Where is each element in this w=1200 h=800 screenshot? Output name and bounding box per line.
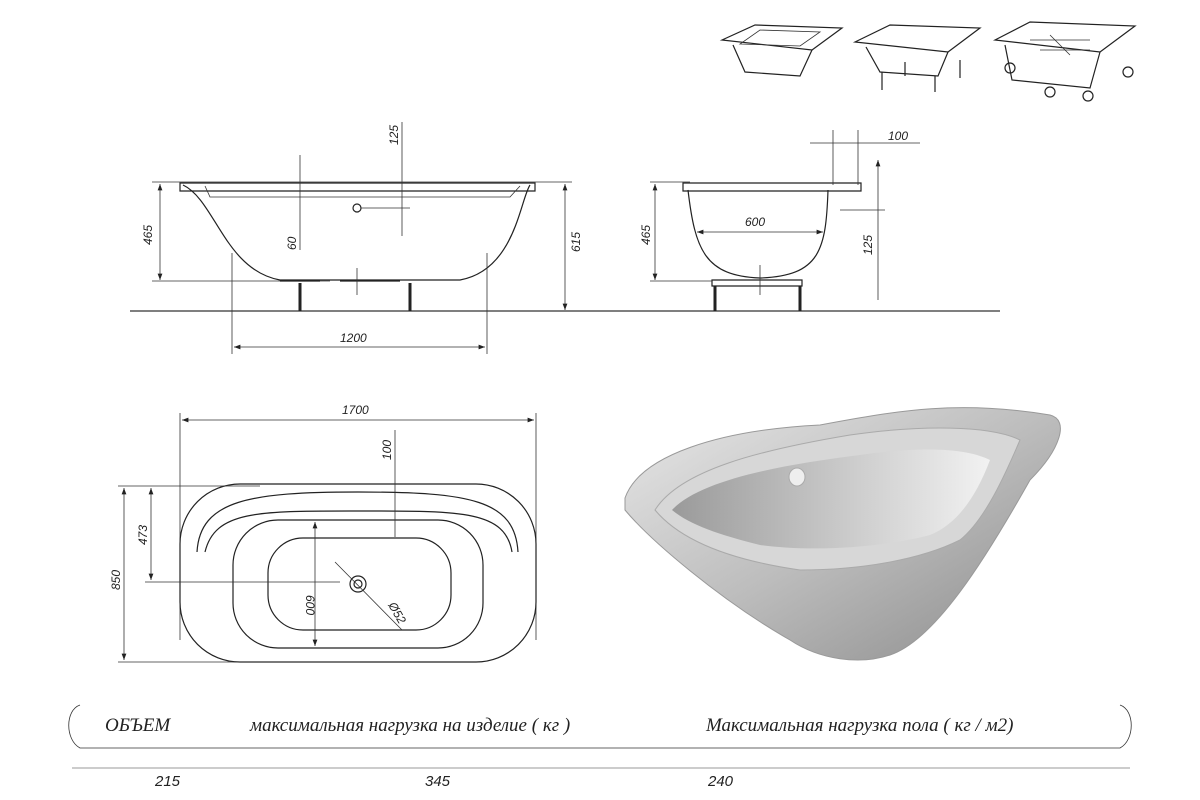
spec-header-max-load-product: максимальная нагрузка на изделие ( кг ): [250, 715, 571, 736]
top-view: 1700 100 473 850 600 Ø52: [109, 403, 537, 663]
dim-125-side: 125: [861, 235, 875, 255]
dim-600-side: 600: [745, 215, 765, 229]
dim-615: 615: [569, 232, 583, 252]
dim-473: 473: [136, 525, 150, 545]
thumbnail-tub-legs: [852, 24, 982, 92]
front-view: 465 60 125 615 1200: [141, 122, 583, 354]
dim-1700: 1700: [342, 403, 369, 417]
dim-465-side: 465: [639, 225, 653, 245]
dim-100-top: 100: [380, 440, 394, 460]
spec-header-max-load-floor: Максимальная нагрузка пола ( кг / м2): [706, 715, 1014, 736]
dim-60: 60: [285, 236, 299, 250]
thumbnail-tub-frame: [992, 21, 1137, 102]
spec-value-max-load-product: 345: [425, 773, 451, 790]
spec-value-volume: 215: [155, 773, 181, 790]
dim-drain-diameter: Ø52: [385, 599, 409, 627]
dim-465-front: 465: [141, 225, 155, 245]
side-view: 100 600 465 125: [639, 129, 920, 311]
dim-100-side: 100: [888, 129, 908, 143]
dim-850: 850: [109, 570, 123, 590]
bathtub-3d-render: [624, 407, 1061, 661]
spec-header-volume: ОБЪЕМ: [105, 715, 171, 736]
table-divider-top: [68, 704, 1132, 749]
dim-1200: 1200: [340, 331, 367, 345]
dim-125-front: 125: [387, 125, 401, 145]
thumbnail-tub-plain: [719, 24, 844, 77]
dim-600-top: 600: [303, 595, 317, 615]
spec-value-max-load-floor: 240: [708, 773, 734, 790]
